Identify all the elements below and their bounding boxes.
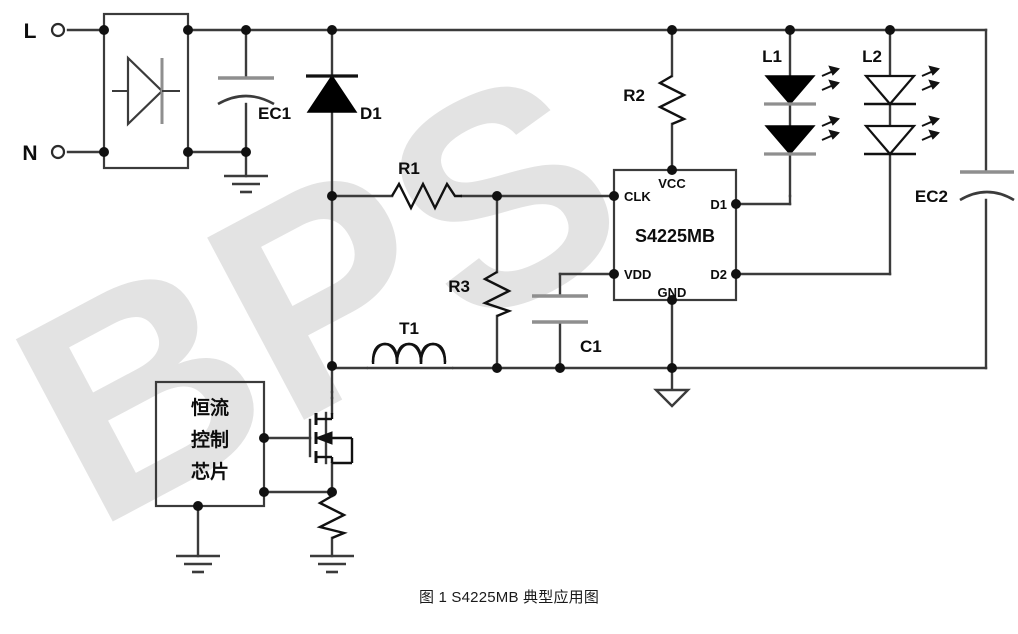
led-l1-a-emission	[821, 66, 839, 91]
ground-driver-chip	[174, 554, 222, 574]
mosfet-symbol	[314, 413, 354, 465]
label-r2: R2	[623, 86, 645, 105]
resistor-r3-symbol	[481, 270, 513, 318]
label-d1-diode: D1	[360, 104, 382, 123]
ground-ic-triangle	[653, 388, 691, 408]
ground-sense-resistor	[308, 554, 356, 574]
terminal-l-circle	[50, 22, 66, 38]
capacitor-c1-symbol	[532, 294, 588, 324]
led-l2-b-emission	[921, 116, 939, 141]
label-l2: L2	[862, 47, 882, 66]
label-t1: T1	[399, 319, 419, 338]
bridge-rectifier-body	[102, 12, 190, 170]
label-pin-d1: D1	[710, 197, 727, 212]
label-ec1: EC1	[258, 104, 291, 123]
diode-d1-symbol	[306, 74, 358, 113]
label-ec2: EC2	[915, 187, 948, 206]
resistor-r1-symbol	[390, 181, 462, 211]
junction-dots	[99, 25, 895, 511]
label-driver-chip-line3: 芯片	[191, 460, 229, 483]
label-terminal-n: N	[22, 142, 37, 165]
led-l1-b-emission	[821, 116, 839, 141]
inductor-t1-symbol	[368, 342, 452, 382]
terminal-n-circle	[50, 144, 66, 160]
label-driver-chip-line2: 控制	[191, 428, 229, 451]
led-string-l2	[863, 66, 939, 156]
led-string-l1	[764, 66, 839, 156]
resistor-sense-symbol	[316, 494, 348, 540]
label-ic-name: S4225MB	[635, 226, 715, 246]
bridge-diode-symbol	[112, 55, 180, 127]
label-l1: L1	[762, 47, 782, 66]
label-pin-d2: D2	[710, 267, 727, 282]
label-pin-vcc: VCC	[658, 176, 686, 191]
label-pin-gnd: GND	[658, 285, 687, 300]
led-l2-a-emission	[921, 66, 939, 91]
capacitor-ec1-symbol	[217, 76, 275, 106]
label-pin-clk: CLK	[624, 189, 651, 204]
label-driver-chip-line1: 恒流	[191, 396, 229, 419]
driver-chip-body	[154, 380, 266, 508]
resistor-r2-symbol	[657, 74, 687, 126]
label-c1: C1	[580, 337, 602, 356]
figure-caption-wrap: 图 1 S4225MB 典型应用图	[0, 586, 1018, 607]
capacitor-ec2-symbol	[959, 170, 1015, 202]
label-r3: R3	[448, 277, 470, 296]
label-terminal-l: L	[24, 20, 37, 43]
label-pin-vdd: VDD	[624, 267, 651, 282]
figure-caption: 图 1 S4225MB 典型应用图	[418, 589, 600, 606]
label-r1: R1	[398, 159, 420, 178]
